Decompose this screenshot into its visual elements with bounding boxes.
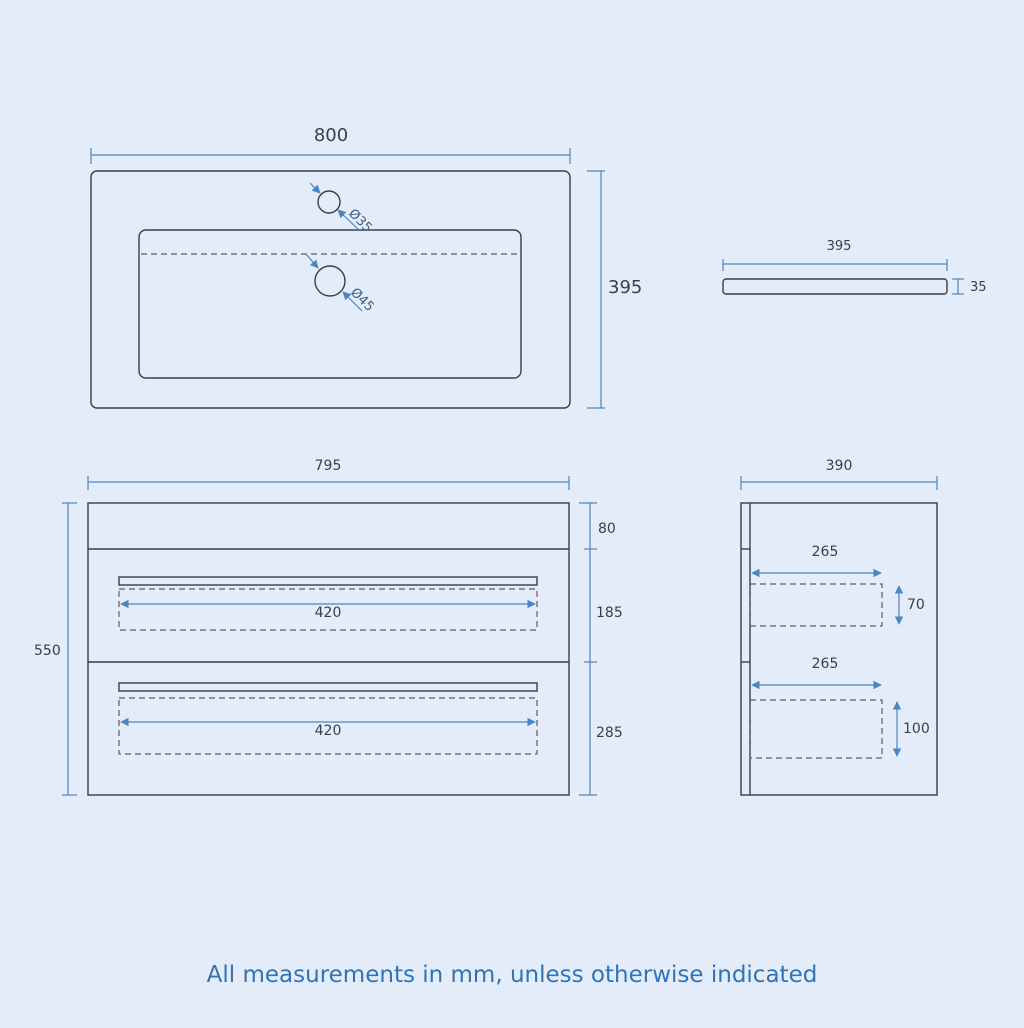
upper-drawer-depth-label: 265 [812, 544, 839, 560]
basin-top-view: Ø35 Ø45 800 395 [90, 125, 642, 409]
basin-outer-outline [90, 170, 571, 409]
waste-hole-leader-out [342, 291, 363, 312]
tap-hole [317, 190, 341, 214]
side-depth-label: 390 [826, 458, 853, 474]
lower-drawer-inner-outline [118, 697, 538, 755]
tap-hole-leader-in [309, 182, 321, 194]
cabinet-side-outline [740, 502, 938, 796]
upper-drawer-width-label: 420 [315, 605, 342, 621]
lower-drawer-box-outline [749, 699, 883, 759]
top-rail-height-label: 80 [598, 521, 616, 537]
lower-drawer-depth-label: 265 [812, 656, 839, 672]
profile-thickness-label: 35 [970, 280, 987, 295]
waste-hole-leader-in [305, 253, 319, 269]
waste-hole-diameter-label: Ø45 [347, 285, 377, 315]
measurement-note: All measurements in mm, unless otherwise… [206, 962, 818, 988]
basin-side-profile: 395 35 [722, 239, 987, 295]
basin-bowl-outline [138, 229, 522, 379]
upper-drawer-box-outline [749, 583, 883, 627]
cabinet-height-label: 550 [34, 643, 61, 659]
cabinet-front-outline [87, 502, 570, 796]
upper-drawer-height-label: 185 [596, 605, 623, 621]
upper-drawer-handle [118, 576, 538, 586]
cabinet-width-label: 795 [315, 458, 342, 474]
cabinet-front-view: 420 420 795 550 80 185 285 [34, 458, 623, 796]
basin-depth-label: 395 [608, 277, 642, 298]
lower-drawer-handle [118, 682, 538, 692]
profile-depth-label: 395 [827, 239, 852, 254]
tap-hole-diameter-label: Ø35 [345, 206, 375, 236]
basin-width-label: 800 [314, 125, 348, 146]
waste-hole [314, 265, 346, 297]
lower-drawer-height-label: 285 [596, 725, 623, 741]
cabinet-side-view: 390 265 70 265 100 [740, 458, 938, 796]
lower-drawer-width-label: 420 [315, 723, 342, 739]
tap-hole-leader-out [337, 209, 360, 231]
lower-drawer-box-height-label: 100 [903, 721, 930, 737]
upper-drawer-box-height-label: 70 [907, 597, 925, 613]
basin-profile-outline [722, 278, 948, 295]
